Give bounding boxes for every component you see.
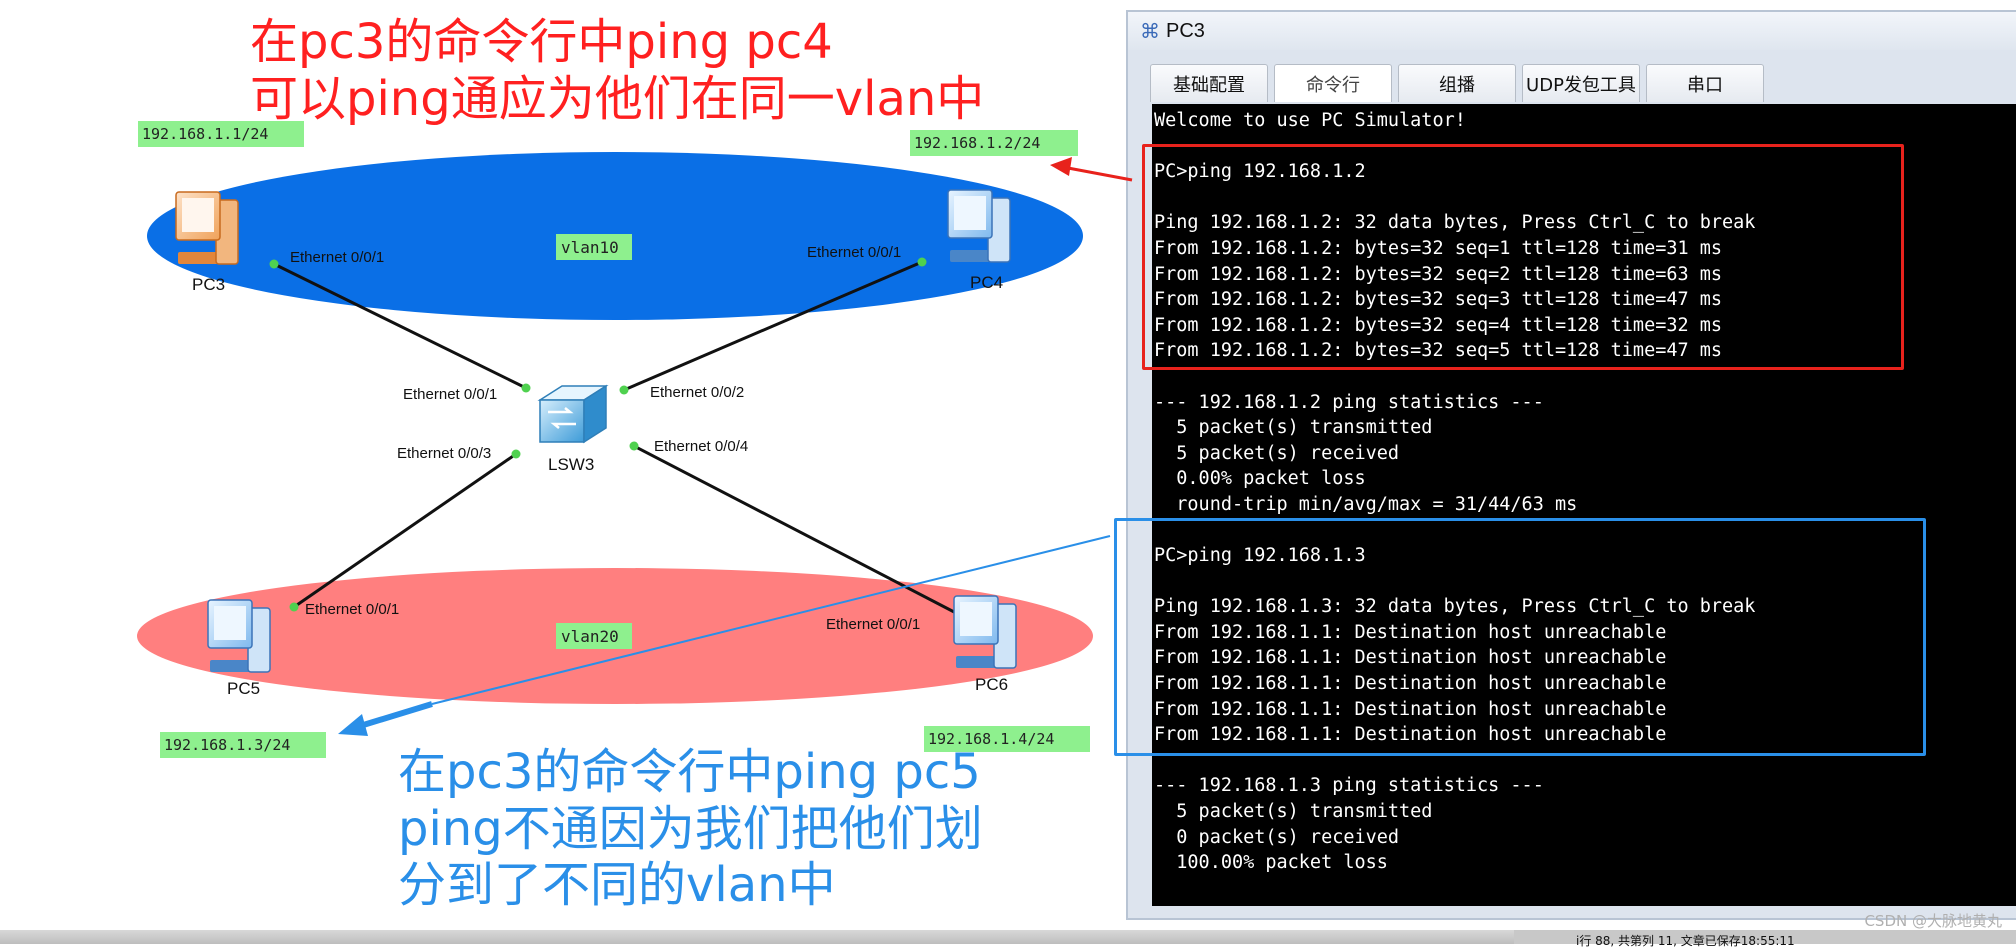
tab-basic-config[interactable]: 基础配置 — [1150, 64, 1268, 102]
switch-icon[interactable] — [537, 384, 609, 444]
annotation-red: 在pc3的命令行中ping pc4 可以ping通应为他们在同一vlan中 — [250, 14, 984, 127]
terminal-line: From 192.168.1.1: Destination host unrea… — [1154, 724, 1667, 746]
port-label-pc5: Ethernet 0/0/1 — [305, 601, 399, 618]
ip-label-pc3: 192.168.1.1/24 — [142, 125, 268, 143]
window-titlebar[interactable]: ⌘ PC3 — [1128, 12, 2016, 50]
tab-udp-tool[interactable]: UDP发包工具 — [1522, 64, 1640, 102]
terminal-line: From 192.168.1.2: bytes=32 seq=4 ttl=128… — [1154, 314, 1723, 336]
annotation-red-line-1: 在pc3的命令行中ping pc4 — [250, 14, 833, 70]
terminal-line: From 192.168.1.1: Destination host unrea… — [1154, 647, 1667, 669]
terminal-line: From 192.168.1.1: Destination host unrea… — [1154, 621, 1667, 643]
status-bar — [0, 930, 2016, 944]
terminal-line: PC>ping 192.168.1.2 — [1154, 161, 1366, 183]
pc3-label: PC3 — [192, 275, 225, 294]
annotation-blue-line-1: 在pc3的命令行中ping pc5 — [398, 744, 981, 800]
terminal-line: --- 192.168.1.2 ping statistics --- — [1154, 391, 1544, 413]
annotation-blue-line-3: 分到了不同的vlan中 — [398, 857, 836, 914]
highlight-box-blue — [1114, 518, 1926, 756]
pc5-label: PC5 — [227, 679, 260, 698]
port-label-sw2: Ethernet 0/0/2 — [650, 384, 744, 401]
tab-serial[interactable]: 串口 — [1646, 64, 1764, 102]
tab-bar: 基础配置 命令行 组播 UDP发包工具 串口 — [1150, 64, 1770, 102]
vlan10-label: vlan10 — [561, 238, 619, 257]
tab-multicast[interactable]: 组播 — [1398, 64, 1516, 102]
terminal-line: 0.00% packet loss — [1154, 468, 1366, 490]
terminal-line: From 192.168.1.2: bytes=32 seq=5 ttl=128… — [1154, 340, 1723, 362]
terminal-line: round-trip min/avg/max = 31/44/63 ms — [1154, 493, 1578, 515]
pc3-icon[interactable] — [175, 191, 239, 265]
port-label-sw4: Ethernet 0/0/4 — [654, 438, 748, 455]
status-text: i行 88, 共第列 11, 文章已保存18:55:11 — [1576, 934, 1795, 948]
vlan20-label: vlan20 — [561, 627, 619, 646]
terminal-line: From 192.168.1.2: bytes=32 seq=2 ttl=128… — [1154, 263, 1723, 285]
port-label-pc4: Ethernet 0/0/1 — [807, 244, 901, 261]
terminal-line: From 192.168.1.1: Destination host unrea… — [1154, 698, 1667, 720]
ip-label-pc5: 192.168.1.3/24 — [164, 736, 290, 754]
terminal-line: 5 packet(s) transmitted — [1154, 801, 1433, 823]
port-label-sw1: Ethernet 0/0/1 — [403, 386, 497, 403]
switch-label: LSW3 — [548, 455, 594, 474]
terminal-line: Ping 192.168.1.2: 32 data bytes, Press C… — [1154, 212, 1756, 234]
terminal-line: --- 192.168.1.3 ping statistics --- — [1154, 775, 1544, 797]
terminal-line: From 192.168.1.2: bytes=32 seq=1 ttl=128… — [1154, 237, 1723, 259]
window-title: PC3 — [1166, 19, 1205, 42]
port-label-sw3: Ethernet 0/0/3 — [397, 445, 491, 462]
terminal-line: 100.00% packet loss — [1154, 852, 1388, 874]
terminal-line: Ping 192.168.1.3: 32 data bytes, Press C… — [1154, 596, 1756, 618]
terminal-line: 5 packet(s) received — [1154, 442, 1400, 464]
pc5-icon[interactable] — [207, 599, 271, 673]
terminal-line: Welcome to use PC Simulator! — [1154, 110, 1466, 131]
app-icon: ⌘ — [1140, 20, 1160, 43]
pc6-icon[interactable] — [953, 595, 1017, 669]
horizontal-scrollbar[interactable] — [0, 930, 1514, 944]
port-label-pc6: Ethernet 0/0/1 — [826, 616, 920, 633]
tab-command-line[interactable]: 命令行 — [1274, 64, 1392, 102]
annotation-blue-line-2: ping不通因为我们把他们划 — [398, 800, 983, 857]
terminal-line: From 192.168.1.1: Destination host unrea… — [1154, 673, 1667, 695]
pc4-icon[interactable] — [947, 189, 1011, 263]
ip-label-pc6: 192.168.1.4/24 — [928, 730, 1054, 748]
terminal-line: PC>ping 192.168.1.3 — [1154, 545, 1366, 567]
ip-label-pc4: 192.168.1.2/24 — [914, 134, 1040, 152]
watermark: CSDN @大脉地黄丸 — [1864, 912, 2002, 930]
annotation-red-line-2: 可以ping通应为他们在同一vlan中 — [250, 70, 985, 127]
port-label-pc3: Ethernet 0/0/1 — [290, 249, 384, 266]
pc6-label: PC6 — [975, 675, 1008, 694]
annotation-blue: 在pc3的命令行中ping pc5 ping不通因为我们把他们划 分到了不同的v… — [398, 744, 983, 914]
highlight-box-red — [1142, 144, 1904, 370]
terminal-line: From 192.168.1.2: bytes=32 seq=3 ttl=128… — [1154, 289, 1723, 311]
pc3-window: ⌘ PC3 基础配置 命令行 组播 UDP发包工具 串口 Welcome to … — [1126, 10, 2016, 920]
terminal-output[interactable]: Welcome to use PC Simulator! PC>ping 192.… — [1152, 104, 2016, 906]
terminal-line: 0 packet(s) received — [1154, 826, 1400, 848]
terminal-line: 5 packet(s) transmitted — [1154, 417, 1433, 439]
pc4-label: PC4 — [970, 273, 1003, 292]
